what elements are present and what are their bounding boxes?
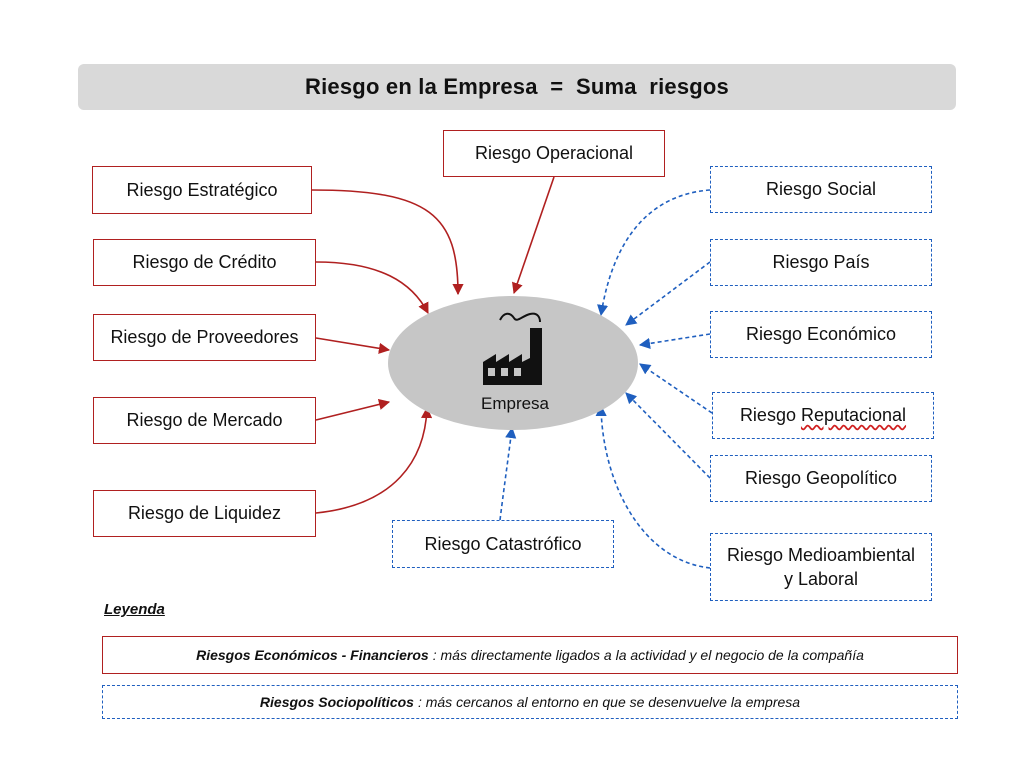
- risk-box-catastrofico: Riesgo Catastrófico: [392, 520, 614, 568]
- risk-box-credito: Riesgo de Crédito: [93, 239, 316, 286]
- legend-financial-label: Riesgos Económicos - Financieros: [196, 647, 429, 663]
- empresa-label: Empresa: [480, 394, 550, 413]
- legend-sociopolitical-text: : más cercanos al entorno en que se dese…: [417, 694, 801, 710]
- diagram-title: Riesgo en la Empresa = Suma riesgos: [305, 74, 729, 99]
- medioambiental-line1: Riesgo Medioambiental: [726, 544, 916, 565]
- legend-sociopolitical-label: Riesgos Sociopolíticos: [259, 694, 414, 710]
- risk-box-social: Riesgo Social: [710, 166, 932, 213]
- arrow-economico: [638, 333, 711, 349]
- arrow-catastrofico: [499, 426, 517, 521]
- factory-icon: [483, 312, 542, 385]
- risk-box-mercado: Riesgo de Mercado: [93, 397, 316, 444]
- arrow-mercado: [315, 398, 391, 421]
- arrow-medioambiental: [595, 404, 711, 569]
- risk-box-operacional: Riesgo Operacional: [443, 130, 665, 177]
- arrow-estrategico: [311, 189, 464, 296]
- arrow-reputacional: [639, 363, 713, 414]
- arrow-social: [597, 189, 711, 317]
- legend-financial: Riesgos Económicos - Financieros : más d…: [102, 636, 958, 674]
- reputacional-word: Reputacional: [800, 405, 907, 426]
- legend-sociopolitical: Riesgos Sociopolíticos : más cercanos al…: [102, 685, 958, 719]
- arrow-operacional: [511, 176, 555, 295]
- risk-box-economico: Riesgo Económico: [710, 311, 932, 358]
- risk-box-medioambiental: Riesgo Medioambiental y Laboral: [710, 533, 932, 601]
- risk-box-reputacional: Riesgo Reputacional: [712, 392, 934, 439]
- arrow-liquidez: [315, 406, 433, 514]
- risk-box-geopolitico: Riesgo Geopolítico: [710, 455, 932, 502]
- medioambiental-line2: y Laboral: [783, 569, 859, 589]
- arrow-geopolitico: [625, 392, 711, 479]
- arrow-credito: [315, 261, 429, 314]
- arrow-proveedores: [315, 337, 391, 354]
- arrow-pais: [625, 261, 711, 326]
- risk-box-pais: Riesgo País: [710, 239, 932, 286]
- risk-box-estrategico: Riesgo Estratégico: [92, 166, 312, 214]
- title-bar: Riesgo en la Empresa = Suma riesgos: [78, 64, 956, 110]
- reputacional-prefix: Riesgo: [739, 405, 801, 426]
- risk-box-liquidez: Riesgo de Liquidez: [93, 490, 316, 537]
- risk-box-proveedores: Riesgo de Proveedores: [93, 314, 316, 361]
- legend-financial-text: : más directamente ligados a la activida…: [432, 647, 864, 663]
- legend-title: Leyenda: [104, 601, 165, 618]
